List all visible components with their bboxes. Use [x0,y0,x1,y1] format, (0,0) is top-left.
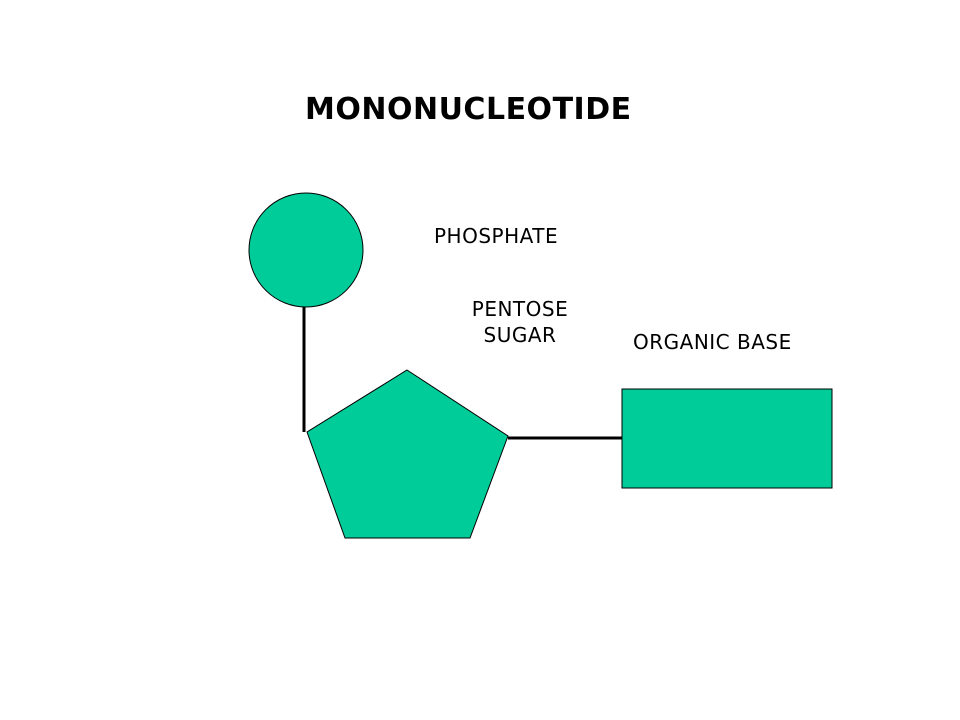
pentose-sugar-pentagon [306,369,509,539]
phosphate-label: PHOSPHATE [434,224,559,248]
organic-base-label: ORGANIC BASE [633,330,792,354]
organic-base-rectangle [621,388,833,489]
phosphate-circle [248,192,364,308]
pentose-sugar-label: PENTOSE SUGAR [450,296,590,348]
pentose-label-line-1: PENTOSE [471,297,569,321]
pentose-label-line-2: SUGAR [483,323,557,347]
diagram-title: MONONUCLEOTIDE [305,92,632,127]
